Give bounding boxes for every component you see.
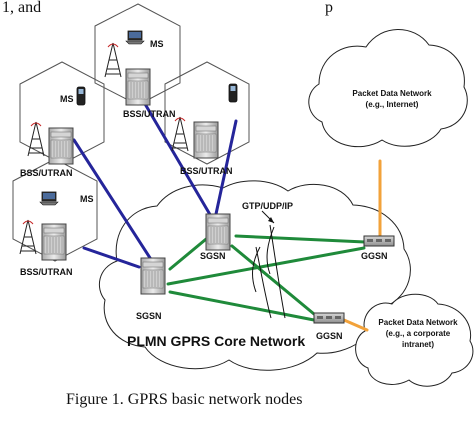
tower-icon bbox=[19, 219, 37, 255]
ggsn-label-right: GGSN bbox=[361, 251, 388, 261]
bss-group-right: BSS/UTRAN bbox=[171, 83, 238, 176]
top-partial-text: 1, and bbox=[2, 0, 41, 16]
network-links bbox=[72, 90, 382, 332]
bss-group-left-top: MS BSS/UTRAN bbox=[20, 86, 86, 178]
ms-label-top: MS bbox=[150, 39, 164, 49]
sgsn-rack-icon bbox=[205, 213, 231, 251]
gtp-tunnel bbox=[252, 210, 286, 319]
blue-link-lefttop-to-sgsn bbox=[72, 138, 154, 263]
cloud-intranet bbox=[355, 293, 474, 387]
ms-label-left-top: MS bbox=[60, 94, 74, 104]
laptop-icon bbox=[125, 30, 145, 45]
blue-link-right-to-sgsn bbox=[214, 119, 238, 216]
orange-link-intranet bbox=[342, 318, 369, 332]
bss-group-left-bottom: MS BSS/UTRAN bbox=[19, 191, 94, 277]
ggsn-icon bbox=[313, 312, 345, 324]
top-partial-text-right: p bbox=[325, 0, 333, 16]
phone-icon bbox=[228, 83, 238, 103]
ms-label-left-bottom: MS bbox=[80, 194, 94, 204]
cloud-intranet-subtitle-1: (e.g., a corporate bbox=[386, 329, 451, 338]
green-link-sgsn-to-ggsn-right bbox=[234, 234, 367, 244]
tower-icon bbox=[104, 42, 122, 78]
sgsn-node-left: SGSN bbox=[136, 257, 166, 321]
hex-cell-left-top bbox=[19, 61, 105, 165]
bss-group-top: MS BSS/UTRAN bbox=[104, 30, 176, 119]
bss-rack-icon bbox=[193, 121, 219, 159]
sgsn-label-right: SGSN bbox=[200, 251, 226, 261]
bss-label-left-top: BSS/UTRAN bbox=[20, 168, 73, 178]
green-link-sgsn-right-to-ggsn-bottom bbox=[230, 244, 316, 316]
phone-icon bbox=[76, 86, 86, 106]
blue-link-top-to-sgsn bbox=[136, 90, 214, 220]
bss-label-top: BSS/UTRAN bbox=[123, 109, 176, 119]
cloud-internet bbox=[308, 29, 468, 148]
bss-label-left-bottom: BSS/UTRAN bbox=[20, 267, 73, 277]
tower-icon bbox=[171, 116, 189, 152]
bss-label-right: BSS/UTRAN bbox=[180, 166, 233, 176]
ggsn-node-right: GGSN bbox=[361, 235, 395, 261]
sgsn-node-right: SGSN bbox=[200, 213, 231, 261]
hex-cell-right bbox=[164, 61, 250, 165]
sgsn-rack-icon bbox=[140, 257, 166, 295]
ggsn-label-bottom: GGSN bbox=[316, 331, 343, 341]
gtp-label: GTP/UDP/IP bbox=[242, 201, 293, 211]
cloud-intranet-subtitle-2: intranet) bbox=[402, 340, 434, 349]
hex-cell-top bbox=[94, 3, 181, 106]
bss-rack-icon bbox=[48, 127, 74, 165]
sgsn-label-left: SGSN bbox=[136, 311, 162, 321]
laptop-icon bbox=[39, 191, 59, 206]
bss-rack-icon bbox=[41, 223, 67, 261]
green-link-sgsn-left-to-ggsn-right bbox=[166, 246, 366, 286]
gtp-pointer-arrowhead bbox=[268, 217, 274, 223]
figure-caption: Figure 1. GPRS basic network nodes bbox=[66, 391, 302, 408]
bss-rack-icon bbox=[125, 68, 151, 106]
cloud-internet-subtitle: (e.g., Internet) bbox=[366, 100, 419, 109]
cloud-intranet-title: Packet Data Network bbox=[378, 318, 458, 327]
cloud-internet-title: Packet Data Network bbox=[352, 89, 432, 98]
ggsn-node-bottom: GGSN bbox=[313, 312, 345, 341]
blue-link-leftbottom-to-sgsn bbox=[82, 246, 141, 269]
ggsn-icon bbox=[363, 235, 395, 247]
green-link-sgsn-left-to-ggsn-bottom bbox=[168, 290, 316, 322]
core-network-label: PLMN GPRS Core Network bbox=[127, 333, 305, 349]
